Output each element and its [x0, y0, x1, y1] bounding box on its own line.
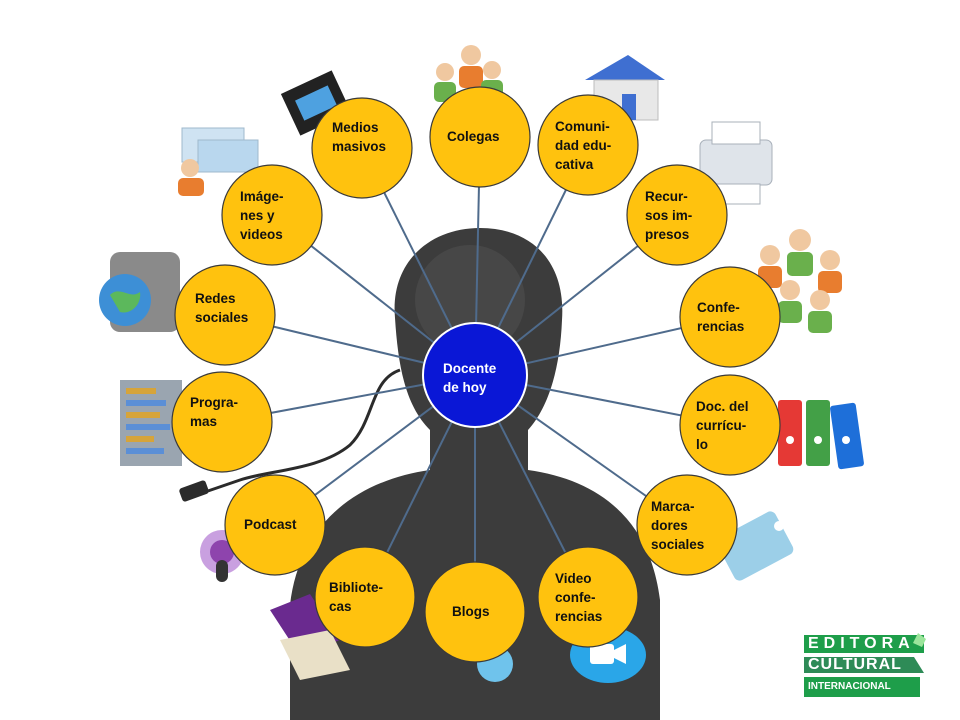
node-doc-curriculo[interactable]	[679, 374, 781, 476]
nodes	[171, 86, 781, 663]
node-label-blogs: Blogs	[452, 604, 490, 619]
jack-plug-icon	[179, 480, 209, 502]
node-programas[interactable]	[171, 371, 273, 473]
node-videoconferencias[interactable]	[537, 546, 639, 648]
node-marcadores[interactable]	[636, 474, 738, 576]
node-label-marcadores: Marca- dores sociales	[651, 499, 705, 552]
logo-line-3: INTERNACIONAL	[808, 681, 891, 692]
logo-shape	[804, 633, 926, 697]
node-label-colegas: Colegas	[447, 129, 500, 144]
node-podcast[interactable]	[224, 474, 326, 576]
headphone-cable-icon	[204, 368, 401, 494]
publisher-logo: EDITORA CULTURAL INTERNACIONAL	[800, 633, 928, 705]
node-label-conferencias: Confe- rencias	[697, 300, 745, 334]
printer-icon	[699, 121, 773, 205]
node-label-imagenes: Imáge- nes y videos	[240, 189, 284, 242]
node-label-podcast: Podcast	[244, 517, 297, 532]
node-imagenes[interactable]	[221, 164, 323, 266]
node-label-doc-curriculo: Doc. del currícu- lo	[696, 399, 749, 452]
people-icon	[434, 45, 503, 102]
books-icon	[270, 594, 350, 680]
gallery-person-icon	[178, 127, 259, 196]
logo-line-2: CULTURAL	[808, 656, 902, 673]
globe-bag-icon	[99, 252, 180, 332]
node-label-comunidad: Comuni- dad edu- cativa	[555, 119, 612, 172]
node-label-programas: Progra- mas	[190, 395, 239, 429]
center-node[interactable]	[422, 322, 528, 428]
binders-icon	[778, 400, 864, 470]
node-blogs[interactable]	[424, 561, 526, 663]
node-medios[interactable]	[311, 97, 413, 199]
node-redes[interactable]	[174, 264, 276, 366]
node-label-redes: Redes sociales	[195, 291, 249, 325]
node-label-medios: Medios masivos	[332, 120, 387, 154]
center-node-label: Docente de hoy	[443, 361, 497, 395]
node-label-recursos: Recur- sos im- presos	[645, 189, 693, 242]
node-bibliotecas[interactable]	[314, 546, 416, 648]
node-conferencias[interactable]	[679, 266, 781, 368]
node-label-bibliotecas: Bibliote- cas	[329, 580, 383, 614]
node-comunidad[interactable]	[537, 94, 639, 196]
logo-line-1: EDITORA	[808, 635, 915, 652]
node-colegas[interactable]	[429, 86, 531, 188]
node-label-videoconferencias: Video confe- rencias	[555, 571, 603, 624]
node-recursos[interactable]	[626, 164, 728, 266]
group-people-icon	[758, 229, 842, 333]
tag-icon	[716, 511, 794, 581]
